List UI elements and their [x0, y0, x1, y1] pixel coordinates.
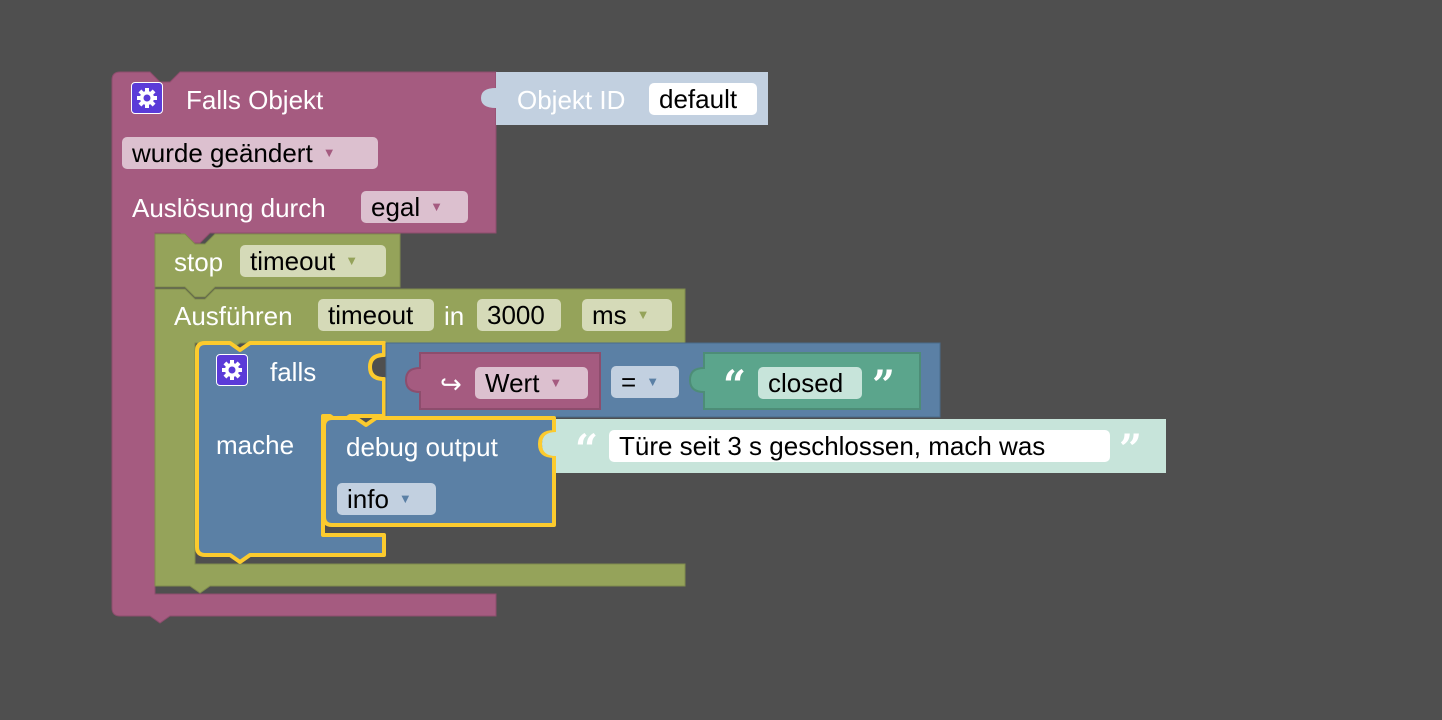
- gear-icon[interactable]: [131, 82, 163, 114]
- close-quote-icon: ”: [1119, 426, 1143, 473]
- dropdown-arrow-icon: ▼: [345, 253, 359, 269]
- debug-output-label: debug output: [346, 432, 498, 462]
- delay-input[interactable]: 3000: [477, 299, 561, 331]
- operator-dropdown[interactable]: =▼: [611, 366, 679, 398]
- unit-dropdown-value: ms: [592, 300, 627, 330]
- debug-message-input[interactable]: Türe seit 3 s geschlossen, mach was: [609, 430, 1110, 462]
- if-label: falls: [270, 357, 317, 387]
- variable-dropdown[interactable]: Wert ▼: [475, 367, 588, 399]
- dropdown-arrow-icon: ▼: [636, 307, 650, 323]
- log-level-dropdown-value: info: [347, 484, 389, 514]
- trigger-by-label: Auslösung durch: [132, 193, 326, 223]
- stop-label: stop: [174, 247, 224, 277]
- stop-timeout-dropdown-value: timeout: [250, 246, 336, 276]
- dropdown-arrow-icon: ▼: [322, 145, 336, 161]
- trigger-title: Falls Objekt: [186, 85, 324, 115]
- gear-icon-graphic: [137, 88, 157, 108]
- unit-dropdown[interactable]: ms ▼: [582, 299, 672, 331]
- open-quote-icon: “: [575, 426, 599, 473]
- gear-icon-graphic: [222, 360, 242, 380]
- objekt-id-label: Objekt ID: [517, 85, 626, 115]
- variable-arrow-icon: ↪: [440, 369, 462, 399]
- trigger-by-dropdown-value: egal: [371, 192, 421, 222]
- stop-timeout-dropdown[interactable]: timeout ▼: [240, 245, 386, 277]
- timeout-name-input[interactable]: timeout: [318, 299, 434, 331]
- dropdown-arrow-icon: ▼: [646, 374, 660, 390]
- dropdown-arrow-icon: ▼: [430, 199, 444, 215]
- condition-dropdown-value: wurde geändert: [132, 138, 313, 168]
- dropdown-arrow-icon: ▼: [398, 491, 412, 507]
- gear-icon[interactable]: [216, 354, 248, 386]
- do-label: mache: [216, 430, 295, 460]
- variable-dropdown-value: Wert: [485, 368, 540, 398]
- if-block[interactable]: [195, 341, 386, 564]
- log-level-dropdown[interactable]: info ▼: [337, 483, 436, 515]
- trigger-by-dropdown[interactable]: egal ▼: [361, 191, 468, 223]
- operator-dropdown-value: =: [621, 367, 637, 397]
- condition-dropdown[interactable]: wurde geändert ▼: [122, 137, 378, 169]
- compare-text-input[interactable]: closed: [758, 367, 862, 399]
- in-label: in: [444, 301, 465, 331]
- close-quote-icon: ”: [872, 362, 896, 409]
- dropdown-arrow-icon: ▼: [549, 375, 563, 391]
- objekt-id-input[interactable]: default: [649, 83, 757, 115]
- execute-label: Ausführen: [174, 301, 293, 331]
- open-quote-icon: “: [723, 362, 747, 409]
